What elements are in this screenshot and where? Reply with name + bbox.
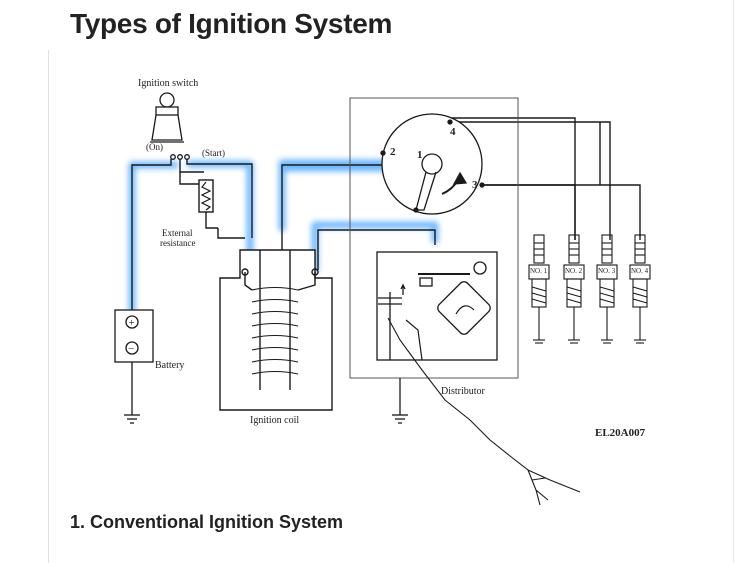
ignition-coil: Ignition coil — [219, 249, 333, 426]
battery-plus-sign: + — [129, 317, 135, 329]
page-title: Types of Ignition System — [70, 8, 393, 39]
spark-plug-3-label: NO. 3 — [598, 267, 616, 275]
spark-plug-2: NO. 2 — [563, 234, 585, 344]
content-left-border — [48, 50, 49, 563]
switch-start-label: (Start) — [202, 148, 225, 158]
ignition-system-diagram: Ignition switch (On) (Start) E — [114, 78, 651, 505]
distributor: Distributor — [349, 97, 519, 424]
external-resistance-label-1: External — [162, 228, 193, 238]
content-right-border — [733, 0, 734, 563]
battery-label: Battery — [155, 360, 184, 371]
external-resistance-label-2: resistance — [160, 238, 195, 248]
external-resistance — [200, 181, 212, 211]
spark-plug-1-label: NO. 1 — [530, 267, 548, 275]
wiring — [131, 117, 641, 310]
ignition-switch: Ignition switch (On) (Start) — [138, 78, 225, 160]
battery: + − Battery — [114, 309, 184, 424]
spark-plug-3: NO. 3 — [596, 234, 618, 344]
spark-plug-4: NO. 4 — [629, 234, 651, 344]
spark-plug-4-label: NO. 4 — [631, 267, 649, 275]
terminal-2-label: 2 — [390, 146, 396, 158]
terminal-3-label: 3 — [472, 179, 478, 191]
spark-plug-2-label: NO. 2 — [565, 267, 583, 275]
section-heading: 1. Conventional Ignition System — [70, 512, 344, 532]
terminal-1-label: 1 — [417, 149, 423, 161]
terminal-4-label: 4 — [450, 126, 456, 138]
switch-on-label: (On) — [146, 142, 163, 152]
figure-code-label: EL20A007 — [595, 427, 646, 439]
ignition-switch-label: Ignition switch — [138, 78, 198, 89]
hand-drawn-scribble — [387, 317, 581, 505]
spark-plugs: NO. 1 NO. 2 NO — [528, 234, 651, 344]
distributor-label: Distributor — [441, 386, 486, 397]
battery-minus-sign: − — [128, 343, 134, 355]
spark-plug-1: NO. 1 — [528, 234, 550, 344]
ignition-coil-label: Ignition coil — [250, 415, 299, 426]
